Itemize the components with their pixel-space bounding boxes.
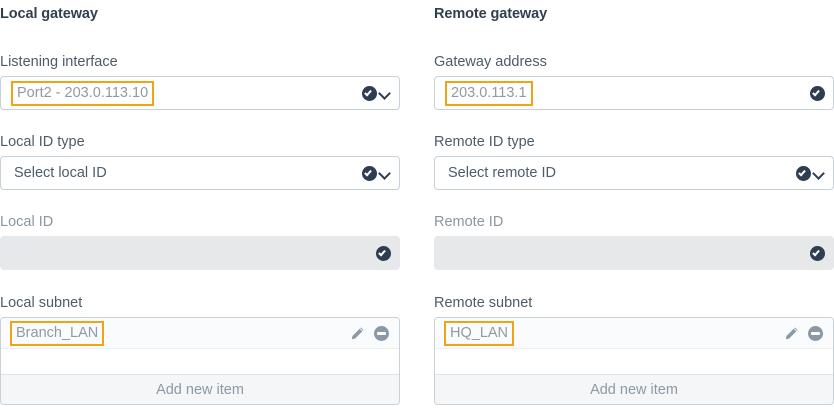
gateway-address-label: Gateway address xyxy=(434,54,547,70)
remote-subnet-item-value: HQ_LAN xyxy=(444,320,515,346)
field-local-subnet: Local subnet Branch_LAN xyxy=(0,294,400,405)
list-empty-row xyxy=(1,348,399,374)
list-item-actions xyxy=(350,325,389,341)
remote-subnet-label: Remote subnet xyxy=(434,295,533,311)
listening-interface-adornments xyxy=(362,85,391,101)
local-id-label: Local ID xyxy=(0,214,54,230)
minus-circle-icon[interactable] xyxy=(374,325,389,341)
chevron-down-icon[interactable] xyxy=(379,87,391,99)
valid-check-icon xyxy=(362,85,377,101)
listening-interface-value: Port2 - 203.0.113.10 xyxy=(11,80,155,106)
local-subnet-list: Branch_LAN xyxy=(0,317,400,405)
listening-interface-select[interactable]: Port2 - 203.0.113.10 xyxy=(0,76,400,110)
field-remote-subnet: Remote subnet HQ_LAN xyxy=(434,294,834,405)
local-id-type-label: Local ID type xyxy=(0,134,85,150)
gateway-address-value-wrap: 203.0.113.1 xyxy=(445,80,804,106)
remote-gateway-column: Remote gateway Gateway address 203.0.113… xyxy=(434,0,834,405)
remote-id-type-adornments xyxy=(796,165,825,181)
list-empty-row xyxy=(435,348,833,374)
valid-check-icon xyxy=(810,245,825,261)
remote-id-input[interactable] xyxy=(434,236,834,270)
listening-interface-value-wrap: Port2 - 203.0.113.10 xyxy=(11,80,356,106)
remote-id-type-select[interactable]: Select remote ID xyxy=(434,156,834,190)
gateway-address-value: 203.0.113.1 xyxy=(445,80,533,106)
valid-check-icon xyxy=(362,165,377,181)
add-new-item-label: Add new item xyxy=(590,381,678,398)
field-gateway-address: Gateway address 203.0.113.1 xyxy=(434,53,834,110)
remote-id-type-value: Select remote ID xyxy=(448,165,556,181)
remote-subnet-list: HQ_LAN xyxy=(434,317,834,405)
local-gateway-title: Local gateway xyxy=(0,6,98,22)
local-id-type-select[interactable]: Select local ID xyxy=(0,156,400,190)
gateway-address-adornments xyxy=(810,85,825,101)
add-new-item-button[interactable]: Add new item xyxy=(435,374,833,404)
local-subnet-label: Local subnet xyxy=(0,295,83,311)
field-listening-interface: Listening interface Port2 - 203.0.113.10 xyxy=(0,53,400,110)
chevron-down-icon[interactable] xyxy=(813,167,825,179)
field-remote-id: Remote ID xyxy=(434,213,834,270)
gateway-address-input[interactable]: 203.0.113.1 xyxy=(434,76,834,110)
valid-check-icon xyxy=(796,165,811,181)
list-item[interactable]: Branch_LAN xyxy=(1,318,399,348)
add-new-item-button[interactable]: Add new item xyxy=(1,374,399,404)
list-item-actions xyxy=(784,325,823,341)
remote-id-type-label: Remote ID type xyxy=(434,134,535,150)
local-gateway-column: Local gateway Listening interface Port2 … xyxy=(0,0,400,405)
local-id-input[interactable] xyxy=(0,236,400,270)
listening-interface-label: Listening interface xyxy=(0,54,118,70)
remote-id-label: Remote ID xyxy=(434,214,504,230)
field-remote-id-type: Remote ID type Select remote ID xyxy=(434,133,834,190)
local-subnet-item-value: Branch_LAN xyxy=(10,320,105,346)
list-item[interactable]: HQ_LAN xyxy=(435,318,833,348)
local-id-adornments xyxy=(376,245,391,261)
list-item-text-wrap: Branch_LAN xyxy=(10,320,350,346)
pencil-icon[interactable] xyxy=(350,326,365,341)
minus-circle-icon[interactable] xyxy=(808,325,823,341)
remote-id-adornments xyxy=(810,245,825,261)
valid-check-icon xyxy=(376,245,391,261)
local-id-type-adornments xyxy=(362,165,391,181)
local-id-type-value: Select local ID xyxy=(14,165,107,181)
list-item-text-wrap: HQ_LAN xyxy=(444,320,784,346)
field-local-id-type: Local ID type Select local ID xyxy=(0,133,400,190)
add-new-item-label: Add new item xyxy=(156,381,244,398)
valid-check-icon xyxy=(810,85,825,101)
field-local-id: Local ID xyxy=(0,213,400,270)
pencil-icon[interactable] xyxy=(784,326,799,341)
remote-gateway-title: Remote gateway xyxy=(434,6,548,22)
chevron-down-icon[interactable] xyxy=(379,167,391,179)
